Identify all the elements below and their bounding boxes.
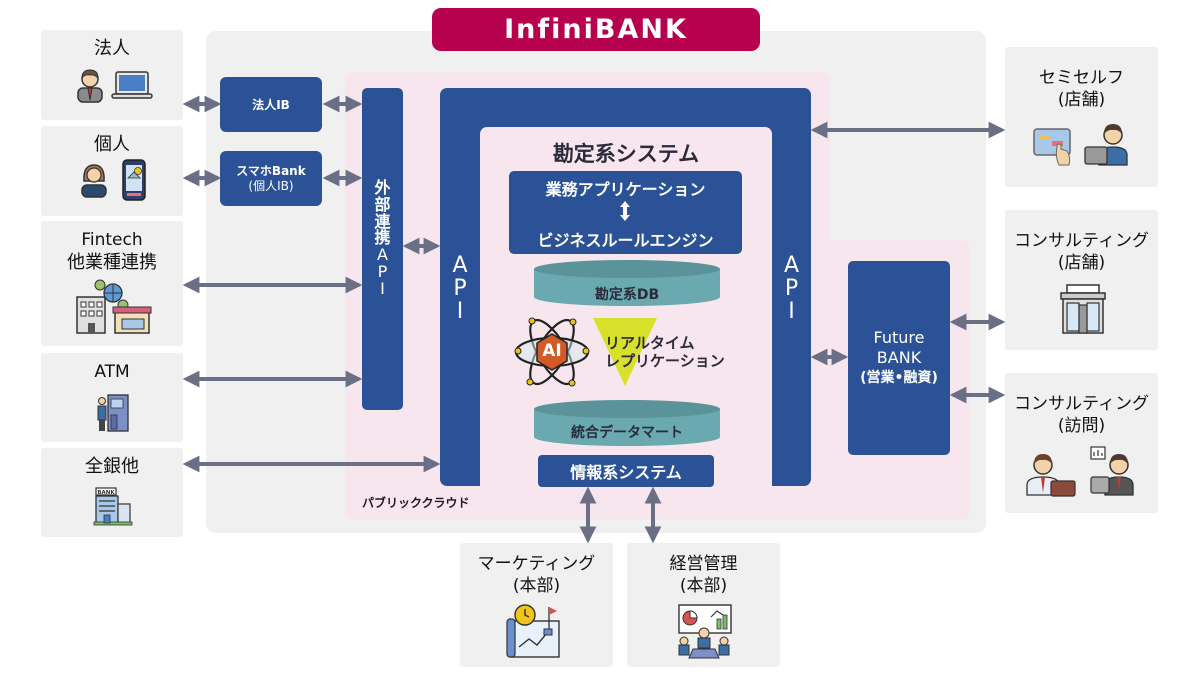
branch-store-icon: [1060, 284, 1106, 334]
public-cloud-label: パブリッククラウド: [362, 496, 470, 510]
channel-corporate-label: 法人: [94, 38, 130, 59]
channel-fintech-label-line1: Fintech: [81, 230, 143, 250]
replication-label-line2: レプリケーション: [605, 352, 725, 370]
business-rule-engine-label: ビジネスルールエンジン: [537, 231, 714, 250]
future-bank-line3: (営業•融資): [860, 370, 938, 386]
api-right-label: A P I: [783, 253, 800, 325]
brand-title-banner: InfiniBANK: [432, 8, 760, 51]
info-system-box: 情報系システム: [538, 455, 714, 487]
core-db-cylinder: [534, 260, 720, 306]
channel-management: 経営管理 (本部): [627, 543, 780, 667]
businessman-icon: [77, 69, 103, 103]
replication-triangle-icon: [593, 318, 657, 386]
channel-atm: ATM: [41, 353, 183, 442]
bidirectional-vertical-arrow-icon: [620, 201, 630, 221]
global-commerce-icon: [76, 279, 152, 334]
channel-consulting-visit: コンサルティング (訪問): [1005, 373, 1158, 513]
replication-label: リアルタイム レプリケーション: [605, 334, 725, 370]
core-system-title: 勘定系システム: [552, 142, 700, 166]
channel-management-label-line2: (本部): [679, 576, 728, 596]
laptop-icon: [111, 71, 153, 99]
channel-consulting-branch-label-line1: コンサルティング: [1014, 231, 1149, 251]
future-bank-line2: BANK: [876, 348, 922, 367]
channel-corporate: 法人: [41, 30, 183, 120]
visiting-consultant-briefcase-icon: [1026, 454, 1076, 497]
ai-label: AI: [542, 341, 562, 361]
business-app-box: 業務アプリケーション ビジネスルールエンジン: [509, 171, 742, 254]
channel-semi-self: セミセルフ (店舗): [1005, 47, 1158, 187]
channel-individual-label: 個人: [94, 134, 130, 155]
channel-consulting-branch: コンサルティング (店舗): [1005, 210, 1158, 350]
channel-marketing: マーケティング (本部): [460, 543, 613, 667]
ai-atom-icon: [514, 317, 590, 387]
management-meeting-icon: [678, 604, 732, 659]
visiting-consultant-laptop-icon: [1090, 446, 1134, 496]
channel-consulting-visit-label-line1: コンサルティング: [1014, 394, 1149, 414]
channel-management-label-line1: 経営管理: [669, 554, 738, 574]
replication-label-line1: リアルタイム: [605, 334, 695, 352]
channel-semi-self-label-line2: (店舗): [1057, 90, 1106, 110]
channel-fintech-label-line2: 他業種連携: [67, 252, 157, 273]
channel-zengin-label: 全銀他: [85, 456, 139, 477]
svg-text:BANK: BANK: [97, 490, 115, 496]
data-mart-label: 統合データマート: [571, 425, 683, 441]
smartphone-bank-icon: [122, 159, 146, 201]
data-mart-cylinder: [534, 400, 720, 446]
channel-consulting-visit-label-line2: (訪問): [1057, 416, 1106, 436]
corporate-ib-label: 法人IB: [252, 98, 290, 112]
business-app-label: 業務アプリケーション: [545, 180, 706, 199]
channel-atm-label: ATM: [94, 362, 130, 382]
api-left-label: A P I: [452, 253, 468, 325]
brand-title: InfiniBANK: [504, 14, 688, 45]
bank-building-icon: BANK: [93, 487, 133, 526]
smartphone-bank-label: スマホBank: [236, 163, 306, 178]
atm-user-icon: [97, 394, 129, 432]
channel-semi-self-label-line1: セミセルフ: [1039, 68, 1124, 88]
channel-marketing-label-line2: (本部): [512, 576, 561, 596]
channel-fintech: Fintech 他業種連携: [41, 221, 183, 346]
core-db-label: 勘定系DB: [594, 287, 660, 303]
channel-zengin: 全銀他 BANK: [41, 448, 183, 537]
future-bank-box: Future BANK (営業•融資): [848, 261, 950, 455]
woman-icon: [81, 164, 107, 198]
smartphone-bank-box: スマホBank (個人IB): [220, 151, 322, 206]
corporate-ib-box: 法人IB: [220, 77, 322, 132]
marketing-map-icon: [506, 604, 560, 658]
channel-individual: 個人: [41, 126, 183, 216]
external-api-bar: 外 部 連 携 A P I: [362, 88, 403, 410]
future-bank-line1: Future: [873, 328, 925, 347]
tablet-touch-icon: [1033, 128, 1071, 166]
info-system-label: 情報系システム: [570, 463, 682, 482]
external-api-label: 外 部 連 携 A P I: [374, 178, 391, 298]
smartphone-bank-sublabel: (個人IB): [248, 178, 294, 193]
channel-marketing-label-line1: マーケティング: [477, 554, 596, 574]
channel-consulting-branch-label-line2: (店舗): [1057, 253, 1106, 273]
staff-laptop-icon: [1084, 124, 1128, 166]
